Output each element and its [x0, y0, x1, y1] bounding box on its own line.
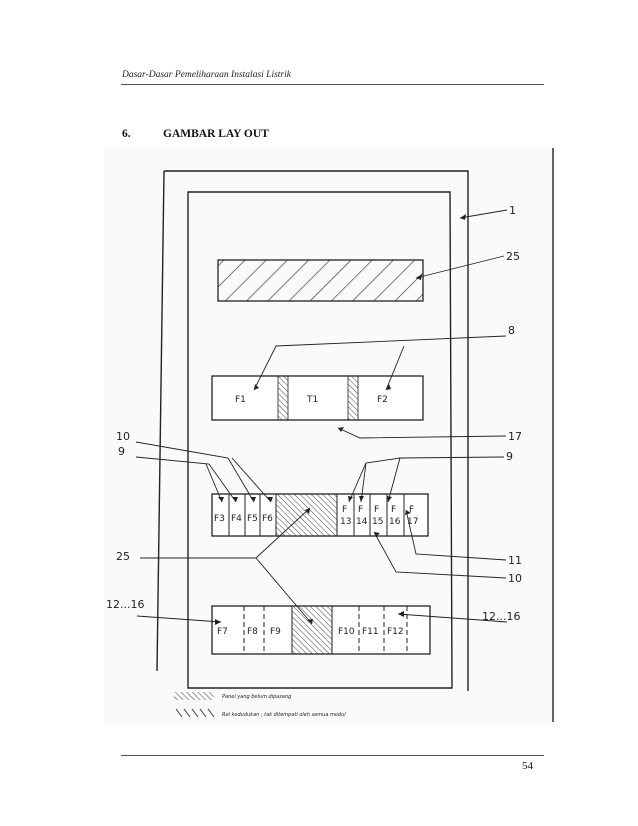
legend-text-1: Panel yang belum dipasang [222, 694, 291, 700]
leader-lines [135, 209, 508, 625]
cell-f12: F12 [387, 627, 404, 637]
cell-f7: F7 [217, 627, 228, 637]
hatched-panel-bottom [291, 605, 333, 655]
cell-f15-letter: F [374, 505, 379, 515]
callout-25-lower: 25 [116, 550, 130, 563]
hatched-panel-top [217, 259, 424, 302]
cell-f13-letter: F [342, 505, 347, 515]
cell-f15-number: 15 [372, 517, 383, 527]
page-number: 54 [522, 760, 533, 772]
callout-9-left: 9 [118, 445, 125, 458]
cell-f2: F2 [377, 395, 388, 405]
section-title: GAMBAR LAY OUT [163, 128, 269, 140]
footer-rule [121, 755, 544, 756]
cabinet-outer-left [156, 170, 165, 672]
callout-8: 8 [508, 324, 515, 337]
running-header: Dasar-Dasar Pemeliharaan Instalasi Listr… [122, 70, 291, 80]
callout-12-16-right: 12...16 [482, 610, 520, 623]
cell-f10: F10 [338, 627, 355, 637]
callout-9-right: 9 [506, 450, 513, 463]
callout-12-16-left: 12...16 [106, 598, 144, 611]
callout-11: 11 [508, 554, 522, 567]
cell-f4: F4 [231, 514, 242, 524]
arrowheads [215, 214, 466, 625]
callout-10-right: 10 [508, 572, 522, 585]
cabinet-outer-frame [164, 170, 469, 691]
cell-f14-number: 14 [356, 517, 368, 527]
cell-t1: T1 [306, 395, 318, 405]
cell-f8: F8 [247, 627, 258, 637]
layout-drawing: 1 25 8 17 10 9 9 11 10 25 12...16 12...1… [104, 146, 555, 724]
cell-f11: F11 [362, 627, 379, 637]
cell-f16-number: 16 [389, 517, 401, 527]
cabinet-inner-frame [187, 191, 453, 689]
diagonal-hatch-swatch [175, 708, 215, 718]
section-number: 6. [122, 128, 131, 140]
callout-25: 25 [506, 250, 520, 263]
panel-row-3 [211, 605, 431, 655]
cell-f17-letter: F [409, 505, 414, 515]
cell-f3: F3 [214, 514, 225, 524]
callout-17: 17 [508, 430, 522, 443]
hatched-panel-mid [275, 493, 338, 537]
cell-f6: F6 [262, 514, 273, 524]
cross-hatch-swatch [174, 692, 214, 700]
cell-f17-number: 17 [407, 517, 418, 527]
panel-row-2 [211, 493, 429, 537]
cell-f16-letter: F [391, 505, 396, 515]
callout-1: 1 [509, 204, 516, 217]
header-rule [121, 84, 544, 85]
cell-f1: F1 [235, 395, 246, 405]
cell-f9: F9 [270, 627, 281, 637]
spacer-hatch [277, 375, 289, 421]
cell-f14-letter: F [358, 505, 363, 515]
cell-f5: F5 [247, 514, 258, 524]
legend-text-2: Rel kedudukan ; tak ditempati oleh semua… [222, 712, 346, 718]
cell-f13-number: 13 [340, 517, 351, 527]
spacer-hatch [347, 375, 359, 421]
callout-10: 10 [116, 430, 130, 443]
panel-row-1 [211, 375, 424, 421]
